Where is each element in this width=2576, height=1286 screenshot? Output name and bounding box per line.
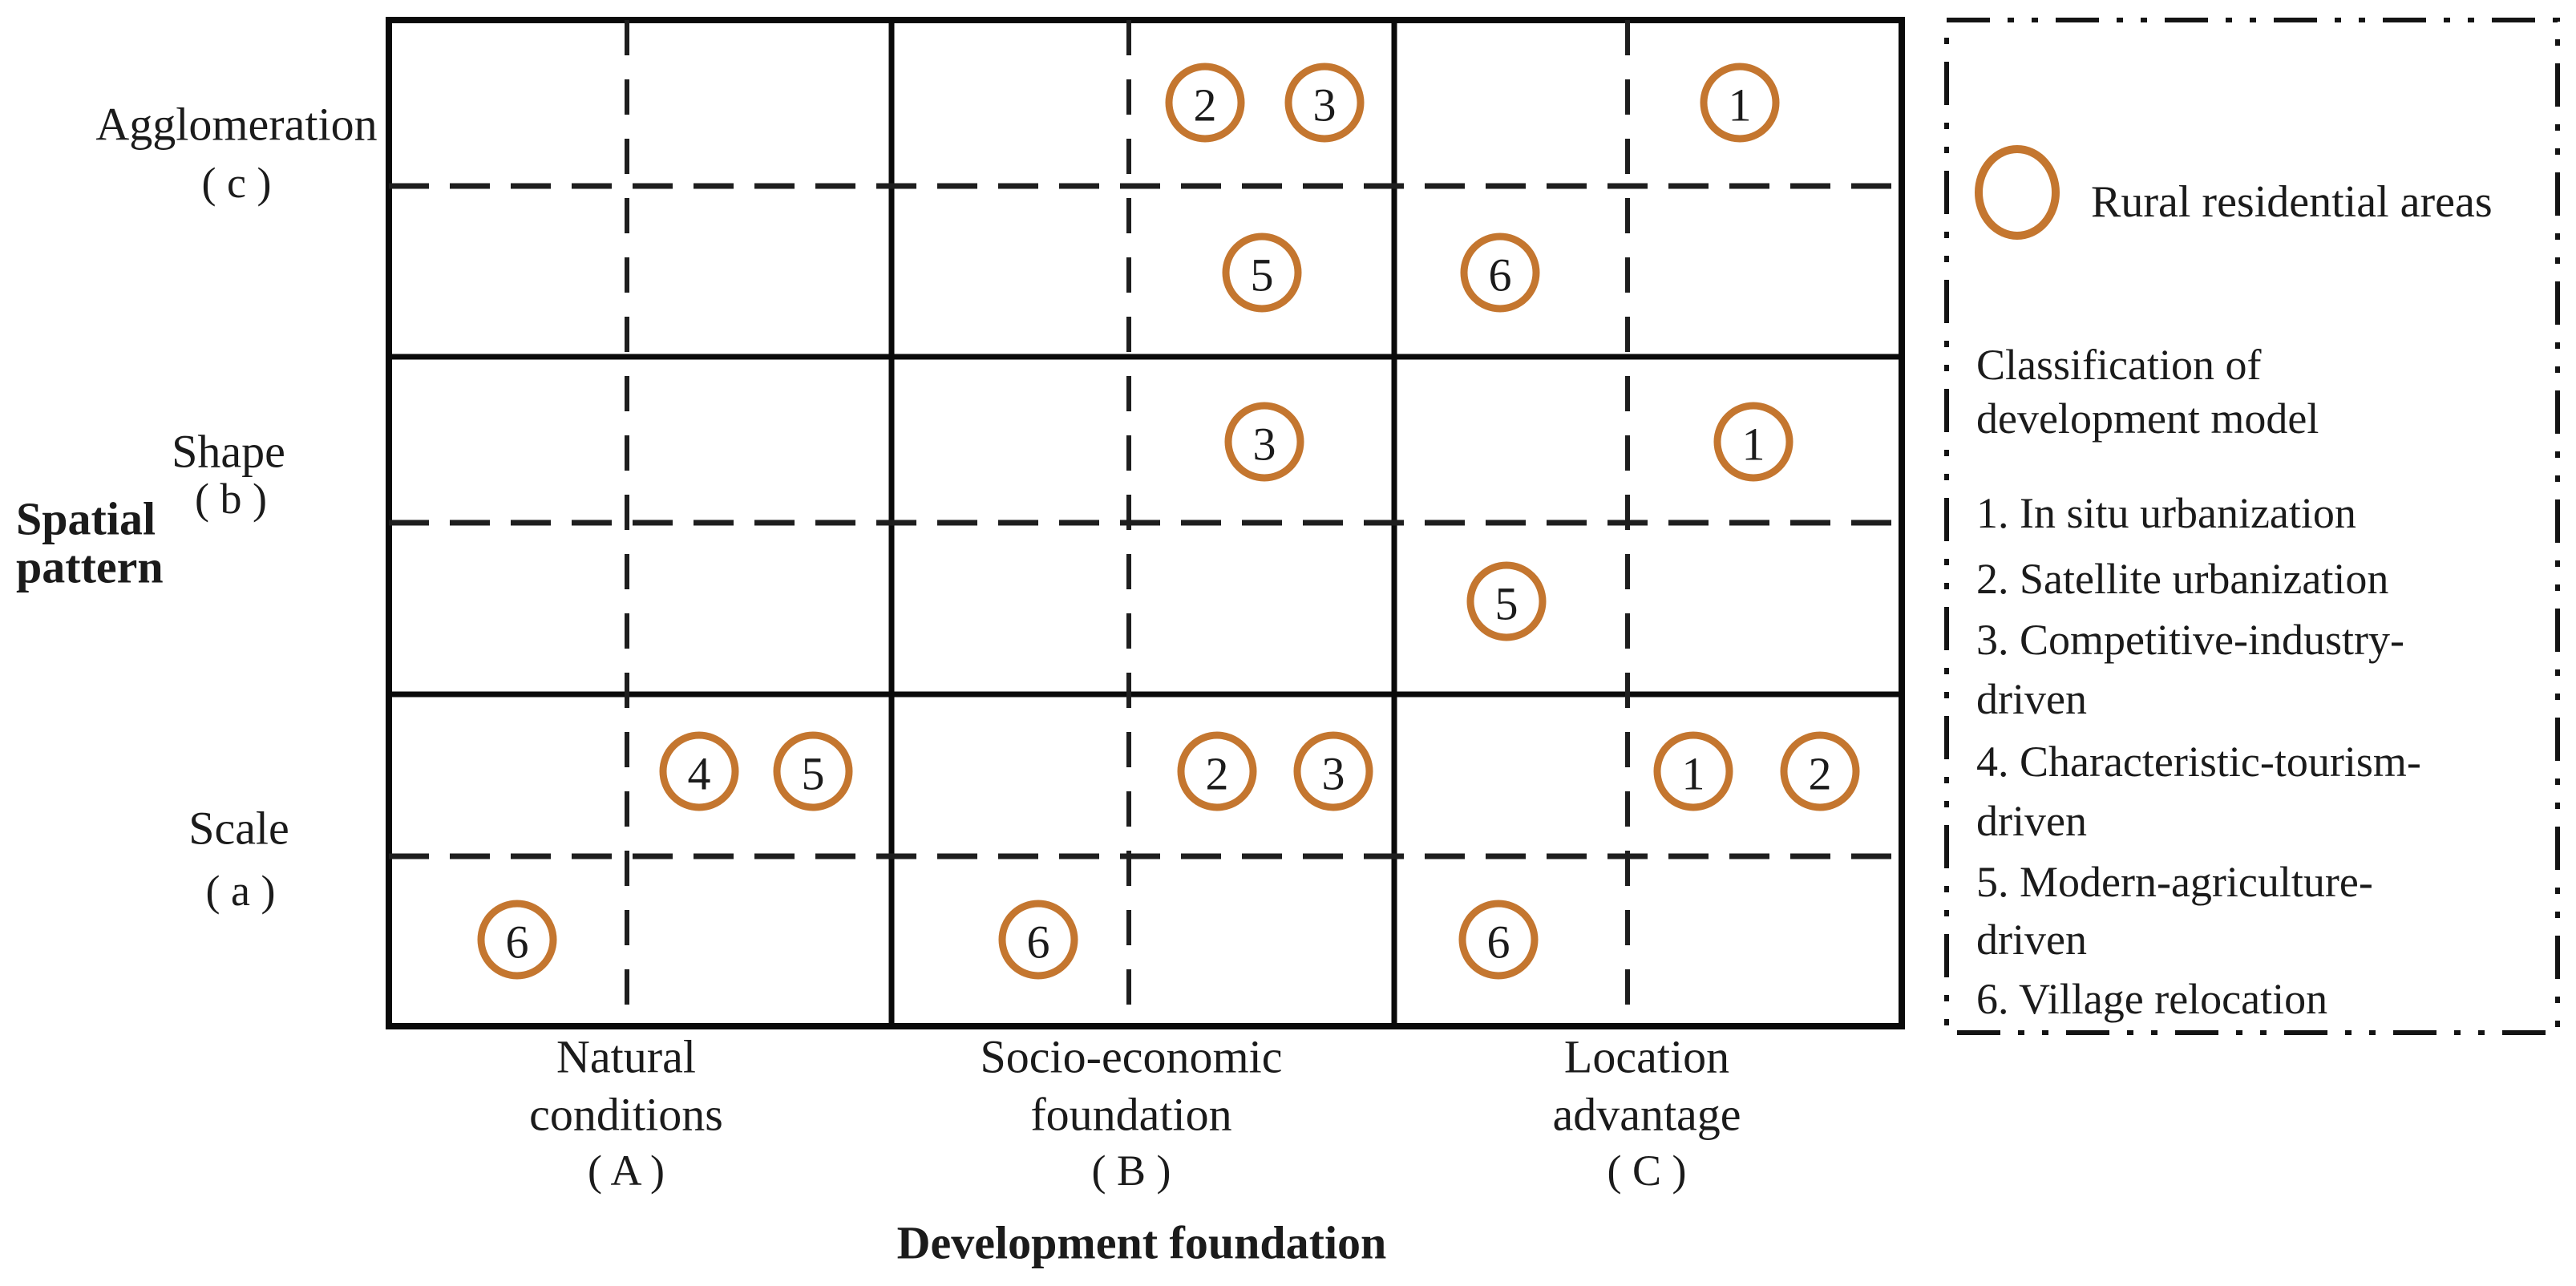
marker-1-scale-C-upper: 1 — [1653, 731, 1733, 811]
rural-area-circle-icon — [477, 900, 557, 980]
col-tag-B: ( B ) — [1092, 1146, 1171, 1195]
rural-residential-area-symbol-icon — [1975, 145, 2060, 240]
marker-2-agglomeration-B-upper: 2 — [1165, 63, 1245, 143]
rural-area-circle-icon — [773, 731, 853, 811]
marker-number: 5 — [1251, 249, 1274, 301]
marker-number: 6 — [1487, 916, 1510, 969]
legend-item-line-3: driven — [1976, 675, 2087, 723]
col-tag-C: ( C ) — [1607, 1146, 1687, 1195]
rural-area-circle-icon — [1224, 402, 1304, 482]
marker-number: 3 — [1313, 79, 1337, 131]
rural-area-circle-icon — [659, 731, 739, 811]
rural-area-circle-icon — [1780, 731, 1860, 811]
marker-3-shape-B-upper: 3 — [1224, 402, 1304, 482]
marker-number: 5 — [1495, 578, 1519, 630]
col-label-location-line2: advantage — [1552, 1089, 1741, 1141]
marker-number: 2 — [1194, 79, 1217, 131]
row-tag-b: ( b ) — [195, 475, 267, 523]
col-label-natural-line2: conditions — [529, 1089, 723, 1141]
x-axis-labels: Natural conditions ( A ) Socio-economic … — [529, 1031, 1741, 1269]
legend-symbol-label: Rural residential areas — [2091, 177, 2493, 227]
marker-6-agglomeration-C-lower: 6 — [1460, 233, 1540, 313]
col-label-socioeconomic-line1: Socio-economic — [981, 1031, 1283, 1083]
grid — [386, 17, 1905, 1029]
legend-item-line-5: driven — [1976, 797, 2087, 845]
marker-number: 2 — [1809, 748, 1832, 800]
marker-number: 6 — [506, 916, 529, 969]
marker-number: 6 — [1027, 916, 1050, 969]
marker-1-shape-C-upper: 1 — [1713, 402, 1793, 482]
marker-number: 1 — [1682, 748, 1705, 800]
marker-number: 4 — [688, 748, 711, 800]
marker-3-agglomeration-B-upper: 3 — [1284, 63, 1365, 143]
legend-item-line-8: 6. Village relocation — [1976, 975, 2327, 1023]
rural-area-circle-icon — [1700, 63, 1780, 143]
marker-number: 2 — [1206, 748, 1229, 800]
marker-5-shape-C-lower: 5 — [1466, 561, 1547, 641]
rural-area-circle-icon — [1177, 731, 1257, 811]
col-label-natural-line1: Natural — [556, 1031, 696, 1083]
rural-area-circle-icon — [1222, 233, 1302, 313]
marker-6-scale-B-lower: 6 — [998, 900, 1078, 980]
row-tag-c: ( c ) — [202, 159, 272, 207]
marker-number: 1 — [1742, 419, 1765, 471]
marker-5-scale-A-upper: 5 — [773, 731, 853, 811]
rural-area-circle-icon — [1713, 402, 1793, 482]
col-label-location-line1: Location — [1564, 1031, 1729, 1083]
marker-1-agglomeration-C-upper: 1 — [1700, 63, 1780, 143]
marker-number: 3 — [1322, 748, 1345, 800]
marker-5-agglomeration-B-lower: 5 — [1222, 233, 1302, 313]
legend-border — [1944, 18, 2560, 1035]
legend-items-layer: 1. In situ urbanization 2. Satellite urba… — [1976, 489, 2421, 1023]
y-axis-title-line1: Spatial — [16, 493, 156, 545]
legend: Rural residential areas Classification o… — [1944, 18, 2560, 1035]
rural-area-circle-icon — [1458, 900, 1539, 980]
col-label-socioeconomic-line2: foundation — [1030, 1089, 1231, 1141]
rural-area-circle-icon — [1460, 233, 1540, 313]
marker-2-scale-C-upper: 2 — [1780, 731, 1860, 811]
legend-heading-line2: development model — [1976, 394, 2319, 443]
col-tag-A: ( A ) — [588, 1146, 665, 1195]
marker-6-scale-A-lower: 6 — [477, 900, 557, 980]
row-label-agglomeration: Agglomeration — [95, 99, 377, 151]
rural-area-circle-icon — [1165, 63, 1245, 143]
x-axis-title: Development foundation — [897, 1217, 1387, 1269]
marker-6-scale-C-lower: 6 — [1458, 900, 1539, 980]
marker-4-scale-A-upper: 4 — [659, 731, 739, 811]
rural-area-circle-icon — [1293, 731, 1373, 811]
rural-area-circle-icon — [1466, 561, 1547, 641]
marker-number: 6 — [1489, 249, 1512, 301]
legend-item-line-4: 4. Characteristic-tourism- — [1976, 738, 2421, 786]
legend-item-line-6: 5. Modern-agriculture- — [1976, 858, 2373, 906]
legend-item-line-0: 1. In situ urbanization — [1976, 489, 2356, 537]
row-label-scale: Scale — [188, 803, 289, 855]
marker-number: 5 — [802, 748, 825, 800]
marker-2-scale-B-upper: 2 — [1177, 731, 1257, 811]
row-label-shape: Shape — [172, 426, 285, 478]
y-axis-labels: Agglomeration ( c ) Shape ( b ) Scale ( … — [16, 99, 378, 916]
marker-number: 1 — [1729, 79, 1752, 131]
row-tag-a: ( a ) — [206, 867, 276, 915]
legend-item-line-2: 3. Competitive-industry- — [1976, 616, 2404, 664]
legend-heading-line1: Classification of — [1976, 341, 2261, 389]
rural-area-circle-icon — [1653, 731, 1733, 811]
rural-area-circle-icon — [1284, 63, 1365, 143]
legend-item-line-1: 2. Satellite urbanization — [1976, 555, 2388, 603]
markers-layer: 2 3 1 5 6 3 1 5 4 5 2 3 1 2 6 6 6 — [477, 63, 1860, 980]
marker-3-scale-B-upper: 3 — [1293, 731, 1373, 811]
y-axis-title-line2: pattern — [16, 541, 164, 593]
legend-item-line-7: driven — [1976, 916, 2087, 964]
marker-number: 3 — [1253, 419, 1276, 471]
rural-area-circle-icon — [998, 900, 1078, 980]
